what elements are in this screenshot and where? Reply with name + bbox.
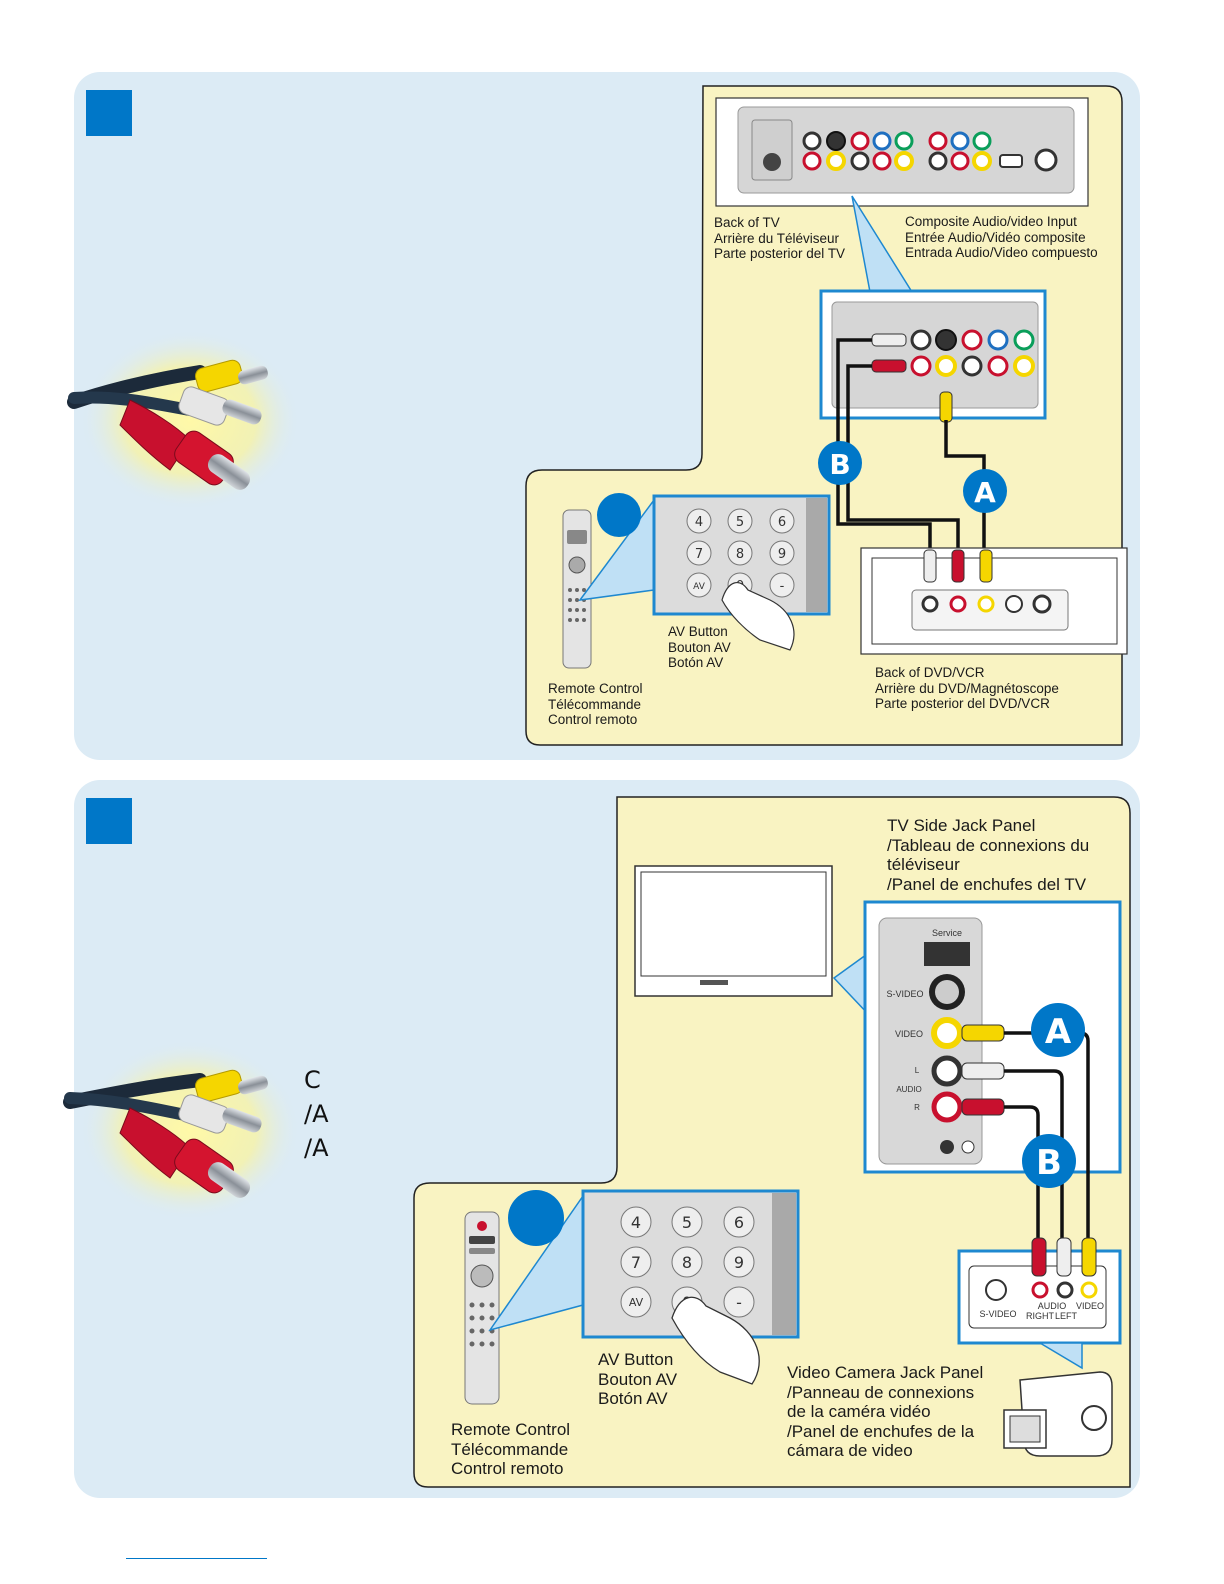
svg-text:B: B	[1036, 1143, 1062, 1183]
svg-text:6: 6	[778, 515, 786, 530]
label-av-button-1: AV Button Bouton AV Botón AV	[668, 624, 731, 671]
svg-text:AUDIO: AUDIO	[1038, 1301, 1067, 1311]
label-back-of-tv: Back of TV Arrière du Téléviseur Parte p…	[714, 215, 846, 262]
hand-icon-2	[671, 1296, 760, 1385]
rca-cable-icon	[67, 330, 300, 510]
svg-text:L: L	[915, 1066, 920, 1075]
svg-text:8: 8	[682, 1253, 692, 1272]
svg-text:4: 4	[695, 515, 703, 530]
svg-text:B: B	[829, 448, 850, 481]
hand-icon	[721, 582, 795, 651]
label-av-button-2: AV Button Bouton AV Botón AV	[598, 1350, 678, 1409]
svg-text:-: -	[736, 1293, 742, 1312]
svg-text:AV: AV	[693, 582, 706, 592]
tv-back-panel	[715, 97, 1089, 207]
camera-jack-panel: S-VIDEO AUDIO RIGHT LEFT VIDEO	[957, 1237, 1122, 1345]
label-remote-2: Remote Control Télécommande Control remo…	[451, 1420, 571, 1479]
svg-text:7: 7	[695, 547, 703, 562]
partial-text: C /A /A	[304, 1066, 329, 1162]
svg-text:R: R	[914, 1103, 920, 1112]
svg-text:9: 9	[778, 547, 786, 562]
keypad-zoom-1: 4 5 6 7 8 9 AV 0 -	[652, 494, 831, 651]
step-marker-1	[86, 90, 132, 136]
step-marker-2	[86, 798, 132, 844]
remote-control-icon	[562, 509, 592, 669]
svg-text:AV: AV	[629, 1296, 644, 1309]
label-camera-panel: Video Camera Jack Panel /Panneau de conn…	[787, 1363, 984, 1461]
svg-text:A: A	[1045, 1012, 1072, 1052]
label-tv-side-panel: TV Side Jack Panel /Tableau de connexion…	[887, 816, 1090, 894]
svg-text:8: 8	[736, 547, 744, 562]
svg-text:S-VIDEO: S-VIDEO	[979, 1309, 1016, 1319]
marker-b-2: B	[1022, 1134, 1076, 1188]
svg-text:-: -	[780, 579, 785, 594]
svg-text:5: 5	[736, 515, 744, 530]
svg-text:S-VIDEO: S-VIDEO	[886, 989, 923, 999]
marker-a-2: A	[1031, 1003, 1085, 1057]
svg-text:A: A	[974, 476, 996, 509]
keypad-zoom-2: 4 5 6 7 8 9 AV 0 -	[581, 1189, 800, 1385]
tv-jacks	[802, 131, 1058, 172]
label-composite-input: Composite Audio/video Input Entrée Audio…	[905, 214, 1098, 261]
svg-text:RIGHT: RIGHT	[1026, 1311, 1055, 1321]
svg-text:7: 7	[631, 1253, 641, 1272]
remote-control-icon-2	[464, 1211, 500, 1405]
svg-text:4: 4	[631, 1213, 641, 1232]
video-camera-icon	[1003, 1371, 1113, 1457]
svg-text:AUDIO: AUDIO	[896, 1085, 921, 1094]
svg-text:Service: Service	[932, 928, 962, 938]
svg-text:6: 6	[734, 1213, 744, 1232]
svg-text:VIDEO: VIDEO	[1076, 1301, 1104, 1311]
svg-text:5: 5	[682, 1213, 692, 1232]
dvd-vcr-back	[860, 547, 1128, 655]
svg-text:VIDEO: VIDEO	[895, 1029, 923, 1039]
label-remote-1: Remote Control Télécommande Control remo…	[548, 681, 643, 728]
label-back-dvd: Back of DVD/VCR Arrière du DVD/Magnétosc…	[875, 665, 1059, 712]
footer-rule	[126, 1558, 267, 1559]
rca-cable-icon-2	[63, 1040, 300, 1220]
marker-b-1: B	[818, 441, 862, 485]
camera-callout	[1037, 1342, 1083, 1370]
step-circle-2	[508, 1190, 564, 1246]
tv-jack-zoom	[819, 289, 1047, 423]
tv-side-jack-panel: Service S-VIDEO VIDEO AUDIO L R	[863, 900, 1122, 1174]
svg-text:9: 9	[734, 1253, 744, 1272]
marker-a-1: A	[963, 469, 1007, 513]
svg-text:LEFT: LEFT	[1055, 1311, 1078, 1321]
step-circle-1	[597, 493, 641, 537]
tv-icon	[634, 865, 833, 997]
